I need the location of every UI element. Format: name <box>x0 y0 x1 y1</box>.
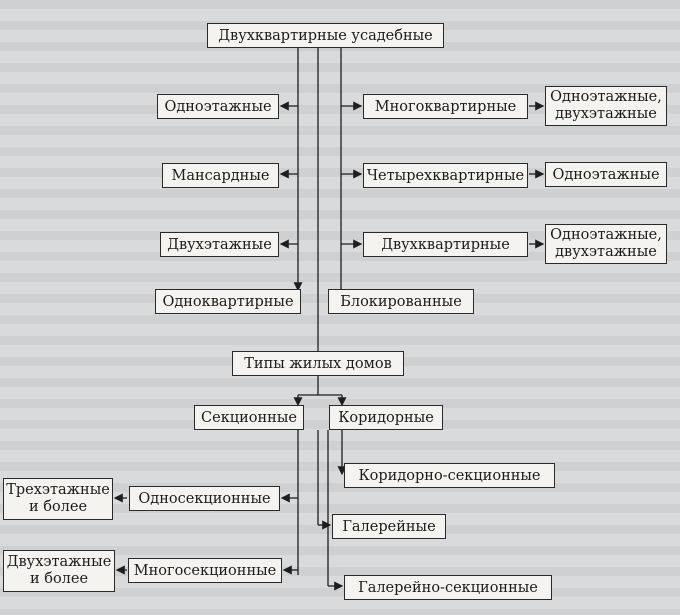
node-multi-section: Многосекционные <box>128 558 282 583</box>
node-corridor-sectional: Коридорно-секционные <box>344 463 555 488</box>
node-residential-types: Типы жилых домов <box>232 351 404 376</box>
node-mansard: Мансардные <box>162 163 279 188</box>
node-multi-apartment: Многоквартирные <box>363 94 528 119</box>
node-corridor: Коридорные <box>329 405 443 430</box>
node-gallery: Галерейные <box>332 514 446 539</box>
node-single-section: Односекционные <box>129 486 280 511</box>
node-two-storey-plus: Двухэтажные и более <box>3 550 115 592</box>
node-two-apartment: Двухквартирные <box>363 232 528 257</box>
node-one-storey: Одноэтажные <box>157 94 279 119</box>
node-gallery-sectional: Галерейно-секционные <box>344 575 552 600</box>
node-sub-one-two-storey-2: Одноэтажные, двухэтажные <box>545 224 667 264</box>
node-two-storey: Двухэтажные <box>160 232 279 257</box>
node-three-storey-plus: Трехэтажные и более <box>3 478 113 520</box>
node-single-apartment: Одноквартирные <box>155 289 301 314</box>
node-blocked: Блокированные <box>328 289 474 314</box>
node-four-apartment: Четырехквартирные <box>363 163 528 188</box>
node-sub-one-two-storey-1: Одноэтажные, двухэтажные <box>545 86 667 126</box>
node-sectional: Секционные <box>194 405 304 430</box>
node-two-apartment-estate: Двухквартирные усадебные <box>207 23 444 48</box>
node-sub-one-storey: Одноэтажные <box>545 162 667 187</box>
